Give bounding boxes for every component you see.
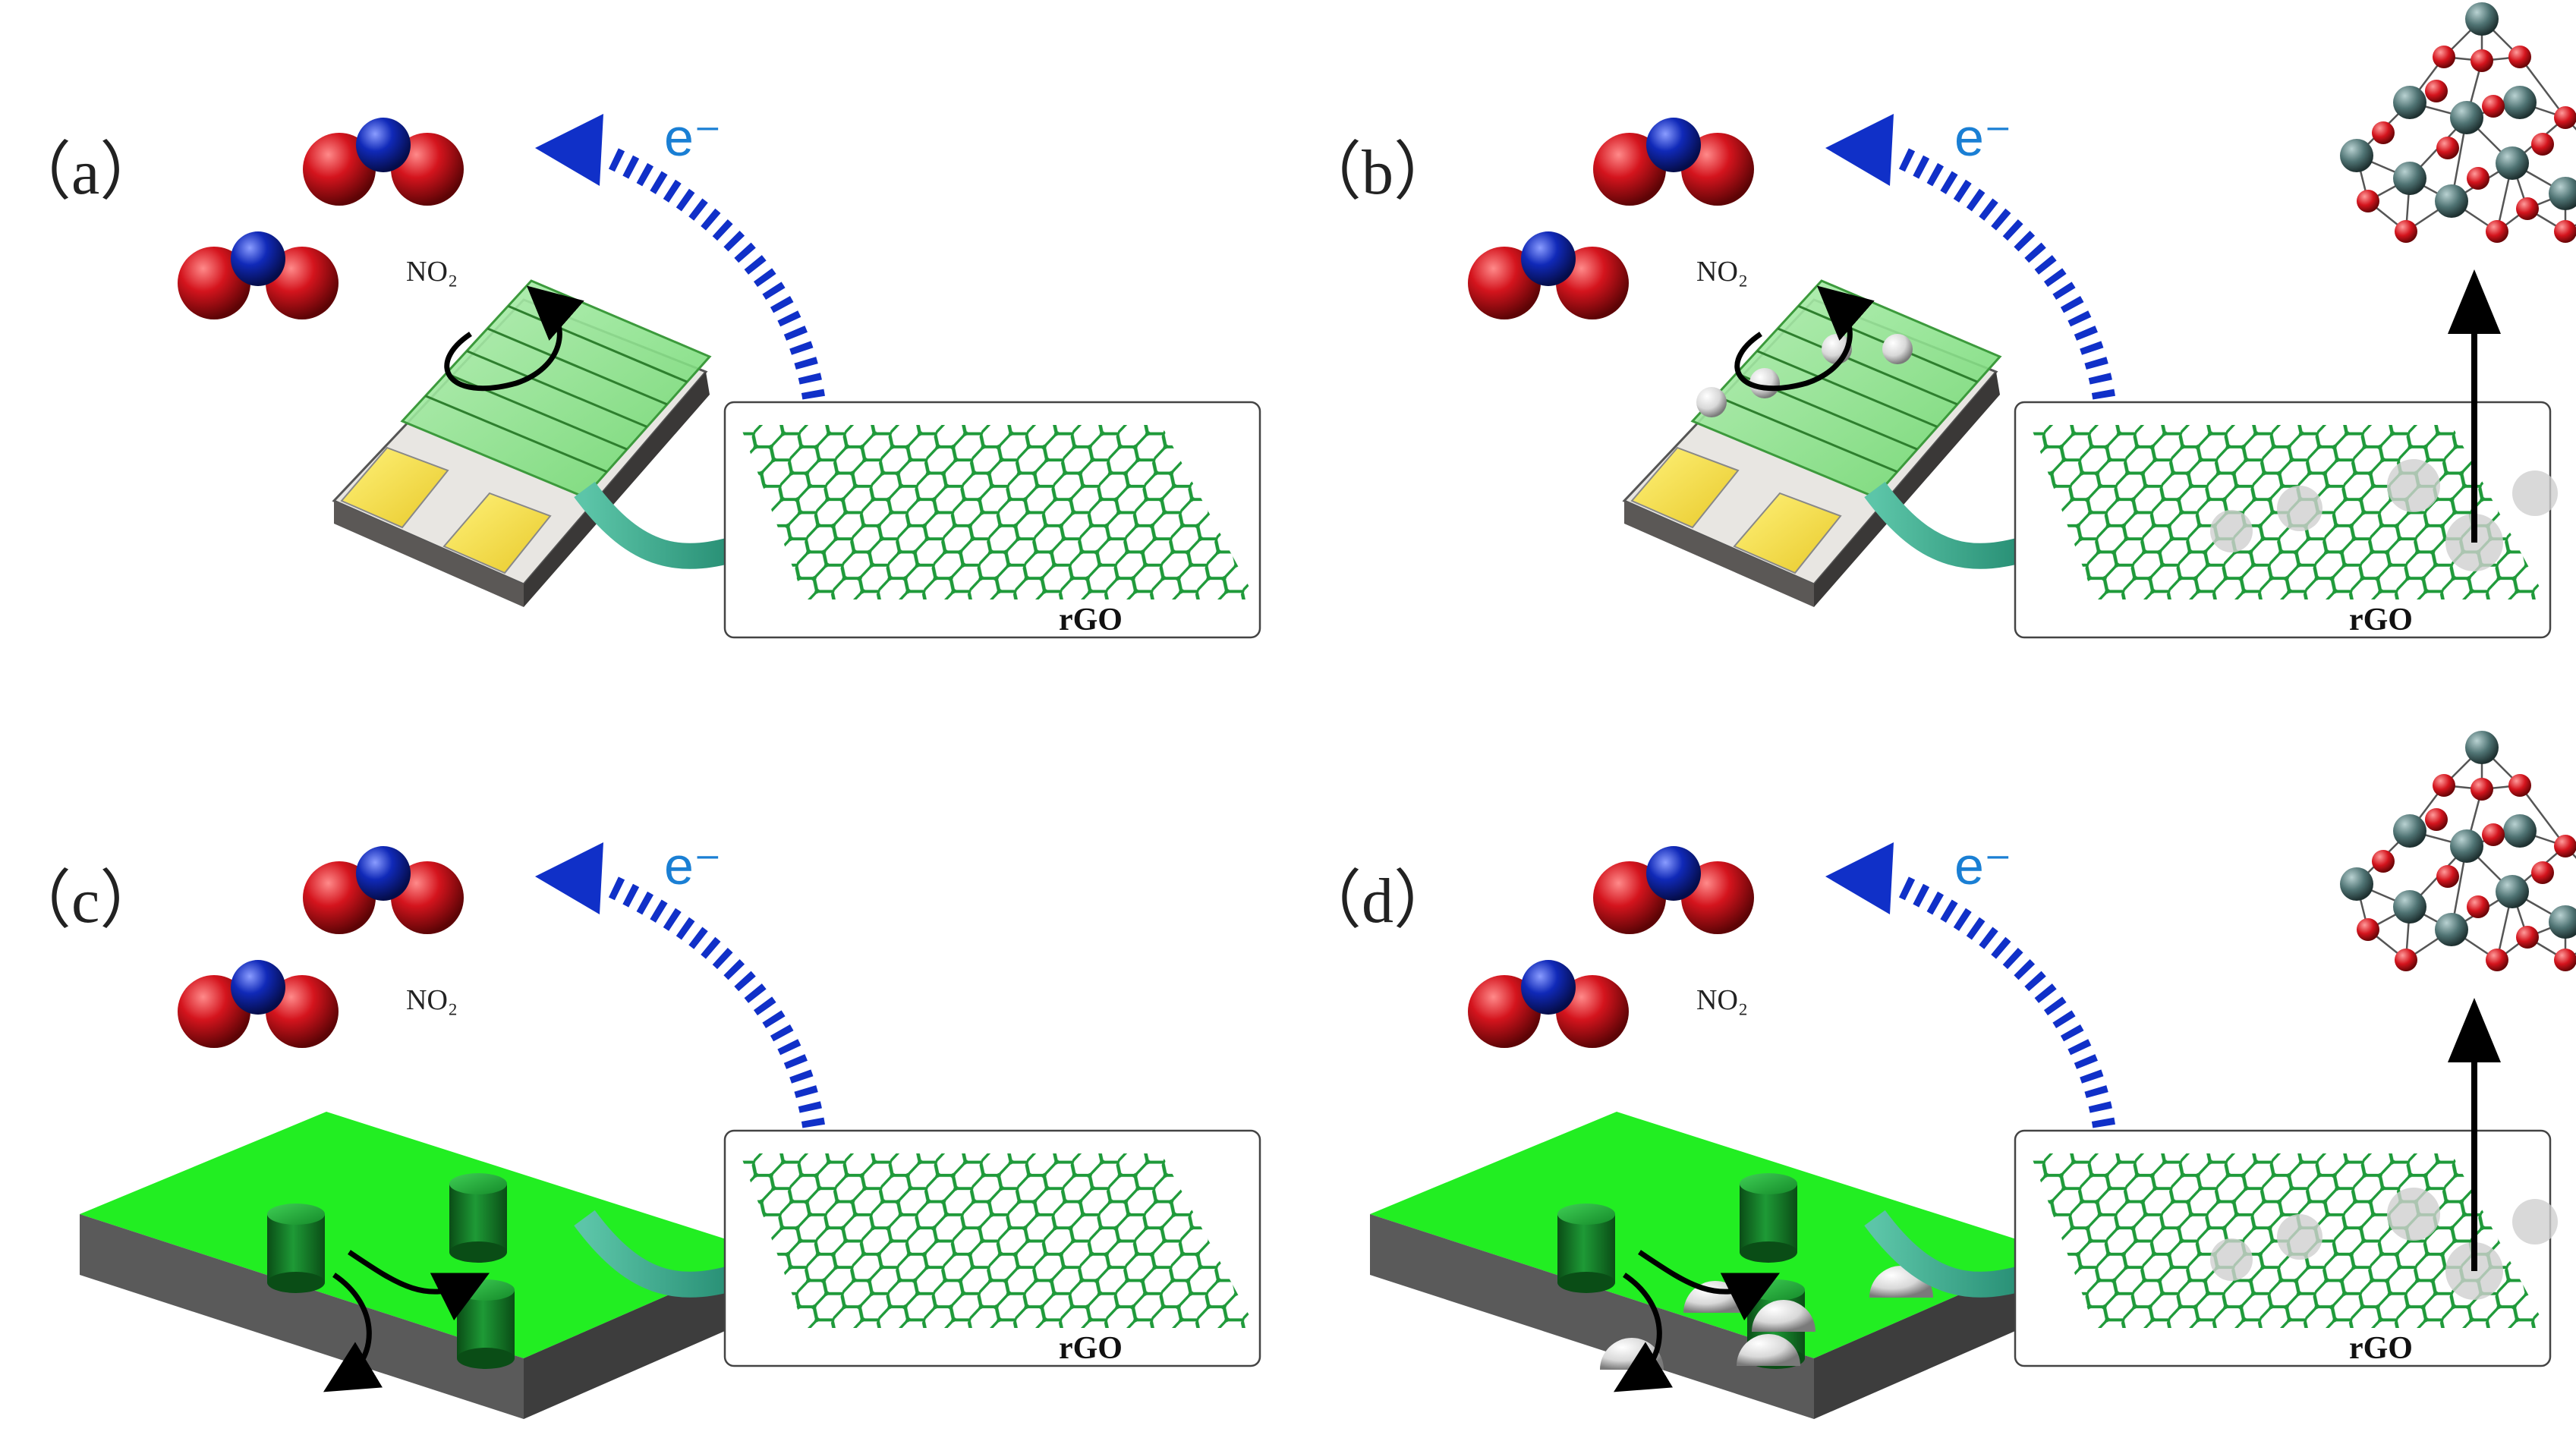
sno2-site xyxy=(2387,459,2440,512)
sno2-hemisphere xyxy=(1737,1334,1800,1366)
sensor-substrate-side xyxy=(1814,372,2000,607)
sno2-site xyxy=(2277,1214,2322,1260)
no2-molecule xyxy=(178,960,339,1048)
gas-adsorption-arrow xyxy=(348,1250,490,1321)
sensing-slab xyxy=(1370,1112,2057,1419)
panel-2: （c） NO₂ e⁻ rGO xyxy=(8,836,1261,1419)
no2-molecule xyxy=(1593,846,1754,934)
panel-label: （b） xyxy=(1298,137,1457,208)
green-nanopillar xyxy=(1740,1241,1797,1263)
sno2-site xyxy=(2210,1238,2253,1281)
interdigitated-electrode xyxy=(1715,395,1898,474)
interdigitated-electrode xyxy=(425,395,608,474)
electron-label: e⁻ xyxy=(664,108,722,167)
electron-arrowhead xyxy=(535,114,603,186)
interdigitated-electrode xyxy=(466,350,648,428)
slab-top xyxy=(80,1112,767,1358)
graphene-sheet xyxy=(740,425,1256,599)
sensor-substrate-side xyxy=(524,372,710,607)
gas-adsorption-arrow xyxy=(1614,1273,1674,1392)
panel-label: （d） xyxy=(1298,866,1457,936)
electron-arrowhead xyxy=(1825,114,1894,186)
no2-molecule xyxy=(303,118,464,206)
no2-molecule xyxy=(178,231,339,319)
rgo-label: rGO xyxy=(1059,1331,1123,1366)
electron-flow-arc xyxy=(1892,873,2118,1144)
electron-arrowhead xyxy=(1825,842,1894,914)
electron-arrowhead xyxy=(535,842,603,914)
gas-sensor-device xyxy=(332,279,712,607)
gas-sensor-device xyxy=(1622,279,2002,607)
transfer-arrow xyxy=(1864,1210,2039,1298)
green-nanopillar xyxy=(267,1272,325,1293)
electron-flow-arc xyxy=(1892,145,2118,415)
gas-adsorption-arrow xyxy=(1638,1250,1781,1321)
green-nanopillar xyxy=(457,1348,515,1369)
gold-pad xyxy=(340,446,449,529)
sno2-site xyxy=(2210,510,2253,552)
green-nanopillar xyxy=(267,1214,325,1282)
slab-side xyxy=(1370,1214,1814,1419)
green-nanopillar xyxy=(267,1204,325,1225)
panel-1: （b） NO₂ e⁻ rGO xyxy=(1298,1,2576,639)
transfer-arrow xyxy=(574,481,748,569)
sensing-slab xyxy=(80,1112,767,1419)
electron-flow-arc xyxy=(602,145,827,415)
electron-flow-arc xyxy=(602,873,827,1144)
no2-molecule xyxy=(303,846,464,934)
electron-label: e⁻ xyxy=(664,836,722,895)
gold-pad xyxy=(1630,446,1740,529)
green-nanopillar xyxy=(1557,1272,1615,1293)
panel-label: （c） xyxy=(8,866,163,936)
sensor-substrate-side xyxy=(334,501,524,607)
no2-label: NO₂ xyxy=(406,256,458,288)
gas-adsorption-arrow xyxy=(1734,285,1875,392)
sno2-nanoparticle xyxy=(1696,387,1727,417)
no2-molecule xyxy=(1468,231,1629,319)
sno2-nanoparticle xyxy=(1882,334,1913,364)
no2-molecule xyxy=(1468,960,1629,1048)
graphene-sheet xyxy=(740,1153,1256,1328)
zoom-arrowhead xyxy=(2448,269,2501,334)
sno2-cluster xyxy=(2338,729,2576,973)
green-nanopillar xyxy=(1557,1204,1615,1225)
rgo-label: rGO xyxy=(2349,603,2413,637)
sno2-site xyxy=(2512,470,2558,516)
sensor-substrate-side xyxy=(1624,501,1814,607)
no2-label: NO₂ xyxy=(1696,256,1748,288)
electron-label: e⁻ xyxy=(1954,836,2012,895)
rgo-label: rGO xyxy=(1059,603,1123,637)
interdigitated-electrode xyxy=(487,327,668,406)
green-nanopillar xyxy=(1740,1173,1797,1194)
sno2-site xyxy=(2387,1188,2440,1241)
no2-label: NO₂ xyxy=(1696,984,1748,1016)
sno2-site xyxy=(2512,1199,2558,1244)
interdigitated-electrode xyxy=(1777,327,1958,406)
sno2-cluster xyxy=(2338,1,2576,244)
slab-side xyxy=(80,1214,524,1419)
green-nanopillar xyxy=(449,1184,507,1252)
gas-adsorption-arrow xyxy=(444,285,584,392)
transfer-arrow xyxy=(574,1210,748,1298)
green-nanopillar xyxy=(1740,1184,1797,1252)
green-nanopillar xyxy=(449,1173,507,1194)
green-nanopillar xyxy=(449,1241,507,1263)
panel-label: （a） xyxy=(8,137,163,208)
gold-pad xyxy=(442,492,552,574)
panel-3: （d） NO₂ e⁻ rGO xyxy=(1298,729,2576,1419)
no2-molecule xyxy=(1593,118,1754,206)
rgo-label: rGO xyxy=(2349,1331,2413,1366)
gold-pad xyxy=(1733,492,1842,574)
electron-label: e⁻ xyxy=(1954,108,2012,167)
zoom-arrowhead xyxy=(2448,998,2501,1062)
sno2-site xyxy=(2277,486,2322,531)
no2-label: NO₂ xyxy=(406,984,458,1016)
transfer-arrow xyxy=(1864,481,2039,569)
gas-adsorption-arrow xyxy=(323,1273,383,1392)
panel-0: （a） NO₂ e⁻ rGO xyxy=(8,108,1261,639)
green-nanopillar xyxy=(1557,1214,1615,1282)
interdigitated-electrode xyxy=(1756,350,1938,428)
